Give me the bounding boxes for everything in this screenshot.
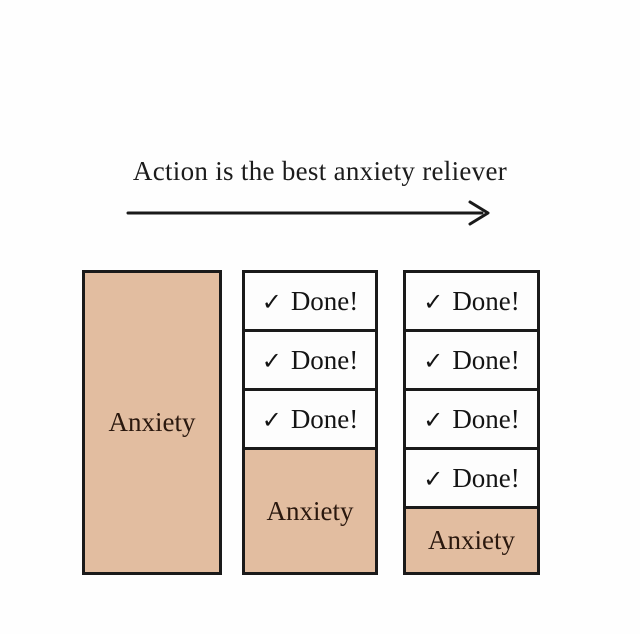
check-icon: ✓ [423, 406, 444, 434]
anxiety-label: Anxiety [108, 407, 196, 437]
check-icon: ✓ [261, 288, 282, 316]
done-segment: ✓ Done! [242, 270, 378, 332]
anxiety-segment: Anxiety [403, 506, 540, 575]
anxiety-label: Anxiety [266, 495, 354, 526]
done-segment: ✓ Done! [403, 447, 540, 509]
check-icon: ✓ [423, 465, 444, 493]
done-label: Done! [290, 344, 359, 375]
right-arrow-icon [124, 198, 500, 228]
done-label: Done! [290, 285, 359, 316]
check-icon: ✓ [423, 288, 444, 316]
anxiety-segment: Anxiety [82, 270, 222, 575]
done-label: Done! [290, 403, 359, 434]
done-segment: ✓ Done! [403, 270, 540, 332]
done-label: Done! [452, 403, 520, 434]
done-segment: ✓ Done! [403, 329, 540, 391]
done-label: Done! [452, 344, 520, 375]
check-icon: ✓ [261, 347, 282, 375]
anxiety-segment: Anxiety [242, 447, 378, 575]
check-icon: ✓ [261, 406, 282, 434]
column-three-done: ✓ Done! ✓ Done! ✓ Done! Anxiety [242, 270, 378, 575]
done-label: Done! [452, 462, 520, 493]
done-segment: ✓ Done! [242, 329, 378, 391]
column-anxiety-only: Anxiety [82, 270, 222, 575]
check-icon: ✓ [423, 347, 444, 375]
done-segment: ✓ Done! [403, 388, 540, 450]
column-four-done: ✓ Done! ✓ Done! ✓ Done! ✓ Done! Anxiety [403, 270, 540, 575]
anxiety-label: Anxiety [428, 525, 515, 555]
page-title: Action is the best anxiety reliever [132, 156, 508, 186]
done-segment: ✓ Done! [242, 388, 378, 450]
done-label: Done! [452, 285, 520, 316]
